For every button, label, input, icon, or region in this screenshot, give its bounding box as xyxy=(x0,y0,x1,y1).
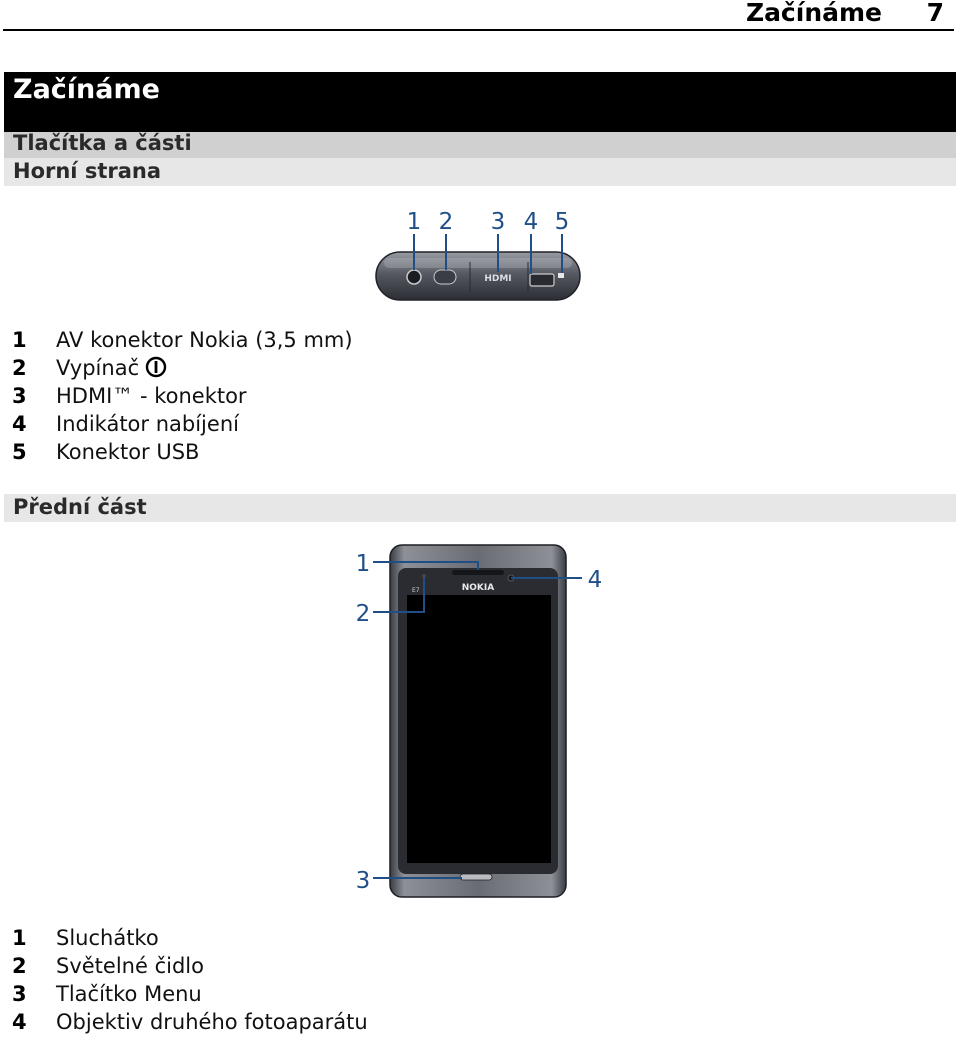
av-connector-jack xyxy=(406,269,422,285)
item-label: Světelné čidlo xyxy=(56,954,204,978)
top-callout-1: 1 xyxy=(407,209,422,235)
chapter-title: Začínáme xyxy=(13,74,160,105)
running-head-title: Začínáme xyxy=(745,0,882,27)
item-label: Indikátor nabíjení xyxy=(56,412,239,436)
nokia-brand-text: NOKIA xyxy=(462,583,495,593)
item-number: 4 xyxy=(12,412,27,436)
item-label: Vypínač xyxy=(56,356,140,380)
hdmi-mark: HDMI xyxy=(484,274,511,284)
item-label: Sluchátko xyxy=(56,926,159,950)
front-callout-1: 1 xyxy=(356,551,371,577)
phone-display xyxy=(407,595,551,863)
list-item: 5 Konektor USB xyxy=(12,438,353,466)
menu-key xyxy=(459,873,493,881)
header-rule xyxy=(3,29,954,31)
item-number: 3 xyxy=(12,982,27,1006)
item-number: 3 xyxy=(12,384,27,408)
usb-connector-port xyxy=(529,273,555,287)
list-item: 2 Vypínač xyxy=(12,354,353,382)
front-side-list: 1 Sluchátko 2 Světelné čidlo 3 Tlačítko Men… xyxy=(12,924,368,1036)
top-callout-3: 3 xyxy=(491,209,506,235)
light-sensor xyxy=(422,574,426,578)
chapter-bar: Začínáme xyxy=(4,72,956,132)
item-label: AV konektor Nokia (3,5 mm) xyxy=(56,328,353,352)
item-label: Konektor USB xyxy=(56,440,200,464)
top-side-figure: HDMI 1 2 3 4 5 xyxy=(375,209,581,301)
list-item: 4 Objektiv druhého fotoaparátu xyxy=(12,1008,368,1036)
front-callout-4: 4 xyxy=(588,567,603,593)
front-callout-2: 2 xyxy=(356,601,371,627)
earpiece-slot xyxy=(452,570,504,575)
top-side-list: 1 AV konektor Nokia (3,5 mm) 2 Vypínač 3 HD… xyxy=(12,326,353,466)
item-number: 1 xyxy=(12,926,27,950)
charging-indicator-light xyxy=(558,273,564,278)
list-item: 1 AV konektor Nokia (3,5 mm) xyxy=(12,326,353,354)
top-side-heading-bar: Horní strana xyxy=(4,158,956,186)
model-text: E7 xyxy=(412,587,420,594)
power-key xyxy=(433,269,457,285)
item-number: 1 xyxy=(12,328,27,352)
list-item: 4 Indikátor nabíjení xyxy=(12,410,353,438)
item-label: HDMI™ - konektor xyxy=(56,384,247,408)
top-callout-lines xyxy=(413,234,563,274)
item-number: 2 xyxy=(12,356,27,380)
top-side-heading: Horní strana xyxy=(13,159,162,183)
section-title: Tlačítka a části xyxy=(13,131,192,155)
list-item: 3 HDMI™ - konektor xyxy=(12,382,353,410)
item-number: 2 xyxy=(12,954,27,978)
list-item: 1 Sluchátko xyxy=(12,924,368,952)
top-callout-5: 5 xyxy=(555,209,570,235)
item-number: 4 xyxy=(12,1010,27,1034)
top-callout-2: 2 xyxy=(439,209,454,235)
device-top-edge xyxy=(375,251,581,301)
item-label: Objektiv druhého fotoaparátu xyxy=(56,1010,368,1034)
list-item: 2 Světelné čidlo xyxy=(12,952,368,980)
item-number: 5 xyxy=(12,440,27,464)
front-callout-3: 3 xyxy=(356,868,371,894)
item-label: Tlačítko Menu xyxy=(56,982,202,1006)
page-number: 7 xyxy=(926,0,944,27)
list-item: 3 Tlačítko Menu xyxy=(12,980,368,1008)
section-bar: Tlačítka a části xyxy=(4,131,956,158)
power-icon xyxy=(145,356,167,378)
front-side-heading: Přední část xyxy=(13,495,147,519)
top-callout-4: 4 xyxy=(524,209,539,235)
running-head: Začínáme 7 xyxy=(0,0,960,31)
front-side-heading-bar: Přední část xyxy=(4,494,956,522)
edge-highlight xyxy=(384,258,572,268)
front-callout-lines xyxy=(373,561,582,879)
front-side-figure: NOKIA E7 1 2 3 4 xyxy=(356,544,603,898)
